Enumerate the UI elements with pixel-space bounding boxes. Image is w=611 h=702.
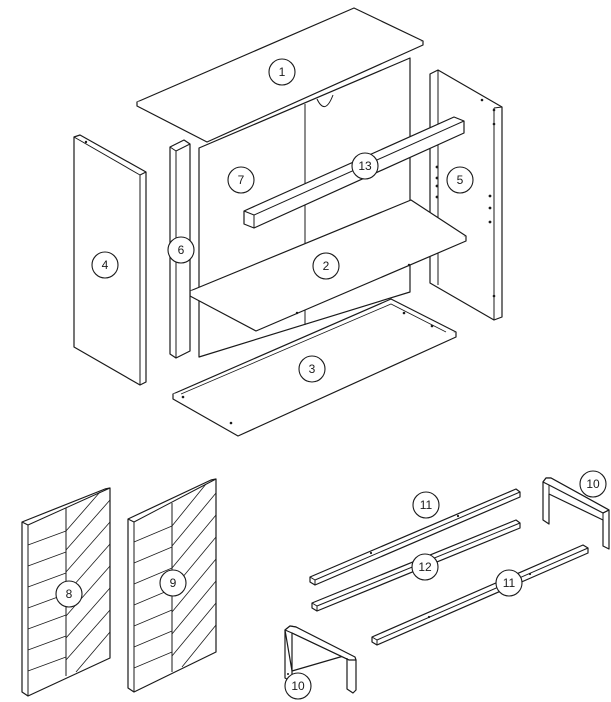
callout-9: 9 bbox=[159, 569, 187, 597]
callout-4-label: 4 bbox=[102, 258, 109, 272]
callout-12-label: 12 bbox=[418, 560, 432, 574]
callout-11-upper: 11 bbox=[412, 491, 440, 519]
callout-7: 7 bbox=[227, 166, 255, 194]
part-11-rail-lower bbox=[371, 544, 589, 646]
callout-8: 8 bbox=[55, 580, 83, 608]
callout-10-upper: 10 bbox=[579, 470, 607, 498]
callout-5-label: 5 bbox=[457, 173, 464, 187]
callout-13: 13 bbox=[351, 152, 379, 180]
callout-13-label: 13 bbox=[358, 159, 372, 173]
callout-10-upper-label: 10 bbox=[586, 477, 600, 491]
part-5-right-side-panel bbox=[429, 69, 503, 321]
callout-1: 1 bbox=[268, 58, 296, 86]
callout-1-label: 1 bbox=[279, 65, 286, 79]
callout-8-label: 8 bbox=[66, 587, 73, 601]
callout-2-label: 2 bbox=[323, 259, 330, 273]
callout-4: 4 bbox=[91, 251, 119, 279]
callout-3-label: 3 bbox=[309, 362, 316, 376]
callout-11-upper-label: 11 bbox=[420, 498, 433, 512]
part-10-frame-front bbox=[284, 625, 357, 694]
callout-6: 6 bbox=[167, 236, 195, 264]
callout-10-lower-label: 10 bbox=[291, 679, 305, 693]
callout-12: 12 bbox=[411, 553, 439, 581]
part-11-rail-upper bbox=[309, 488, 521, 586]
callout-6-label: 6 bbox=[178, 243, 185, 257]
callout-11-lower-label: 11 bbox=[503, 576, 516, 590]
part-10-frame-back bbox=[542, 477, 610, 550]
callout-10-lower: 10 bbox=[284, 672, 312, 700]
callout-3: 3 bbox=[298, 355, 326, 383]
callout-9-label: 9 bbox=[170, 576, 177, 590]
callout-7-label: 7 bbox=[238, 173, 245, 187]
callout-2: 2 bbox=[312, 252, 340, 280]
callout-11-lower: 11 bbox=[495, 569, 523, 597]
callout-5: 5 bbox=[446, 166, 474, 194]
